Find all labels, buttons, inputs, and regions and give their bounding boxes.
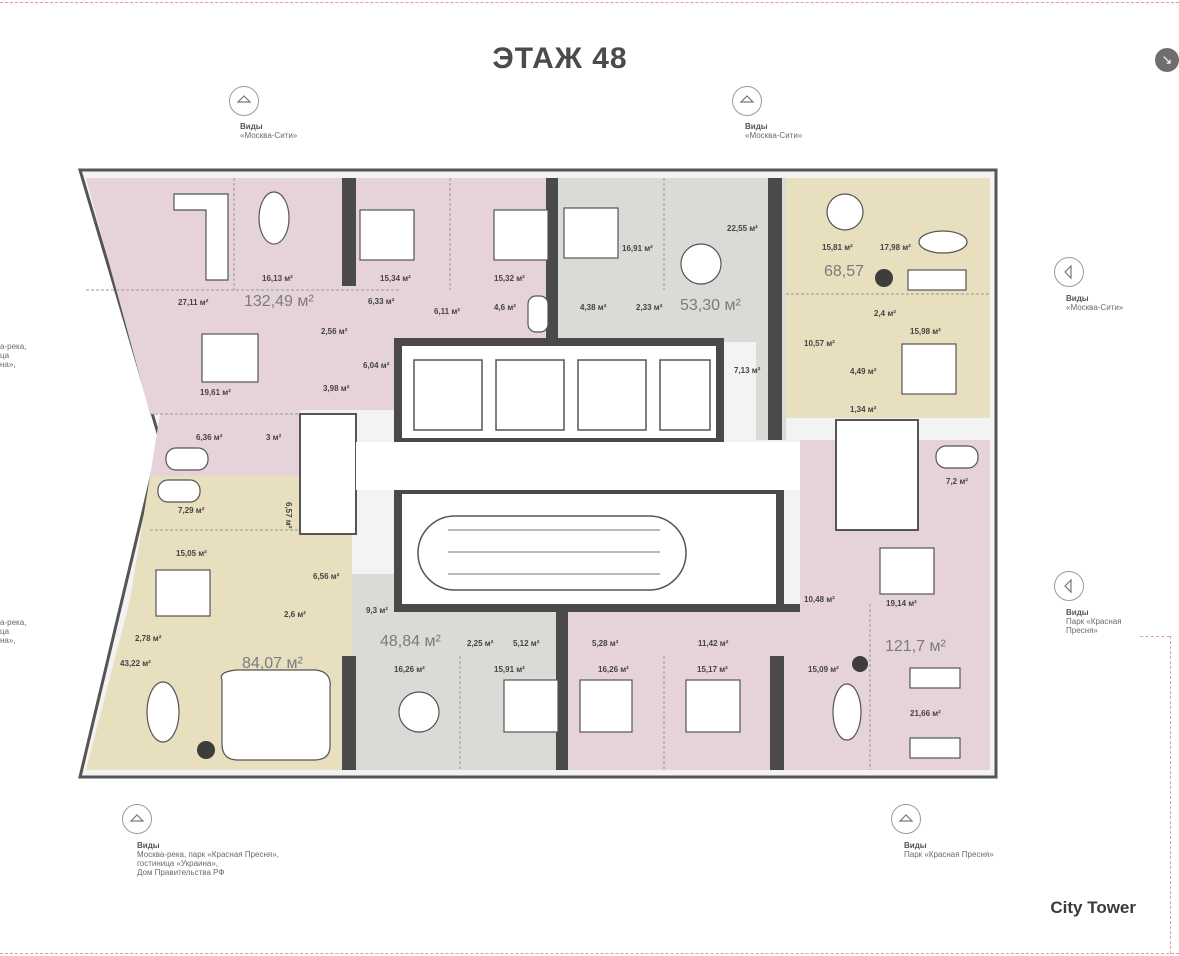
room-area: 15,17 м² (697, 665, 728, 674)
room-area: 15,81 м² (822, 243, 853, 252)
zone-apt-68 (786, 178, 990, 418)
room-area: 16,26 м² (598, 665, 629, 674)
view-label-top-left: Виды«Москва-Сити» (240, 122, 298, 140)
room-area: 6,36 м² (196, 433, 223, 442)
room-area: 27,11 м² (178, 298, 209, 307)
room-area: 5,12 м² (513, 639, 540, 648)
apartment-area: 84,07 м² (242, 655, 303, 672)
view-direction-icon (1054, 257, 1084, 287)
frame-top-dashed (0, 2, 1179, 3)
bed-icon (155, 207, 957, 733)
room-area: 10,48 м² (804, 595, 835, 604)
room-area: 43,22 м² (120, 659, 151, 668)
view-label-top-right: Виды«Москва-Сити» (745, 122, 803, 140)
room-area: 6,04 м² (363, 361, 390, 370)
sofa-icon (173, 193, 968, 761)
room-area: 2,25 м² (467, 639, 494, 648)
room-area-labels: 27,11 м² 16,13 м² 15,34 м² 15,32 м² 16,9… (120, 224, 968, 718)
stair-treads (448, 529, 660, 575)
apartment-total-labels: 132,49 м² 53,30 м² 68,57 84,07 м² 48,84 … (242, 263, 946, 672)
walls (342, 178, 800, 770)
room-area: 3 м² (266, 433, 282, 442)
room-area: 15,91 м² (494, 665, 525, 674)
room-area: 7,13 м² (734, 366, 761, 375)
room-area: 5,28 м² (592, 639, 619, 648)
dining-table-icon (146, 191, 864, 743)
room-area: 15,09 м² (808, 665, 839, 674)
apartment-area: 121,7 м² (885, 638, 946, 655)
frame-right-dashed-top (1140, 636, 1170, 637)
room-area: 15,34 м² (380, 274, 411, 283)
room-area: 2,33 м² (636, 303, 663, 312)
room-area: 15,32 м² (494, 274, 525, 283)
room-area: 9,3 м² (366, 606, 388, 615)
partitions (86, 178, 990, 770)
view-direction-icon (732, 86, 762, 116)
room-area: 6,57 м² (284, 502, 293, 529)
room-area: 4,49 м² (850, 367, 877, 376)
arrow-expand-icon[interactable]: ↘ (1155, 48, 1179, 72)
floor-title: ЭТАЖ 48 (492, 42, 628, 75)
room-area: 6,11 м² (434, 307, 460, 316)
room-area: 4,38 м² (580, 303, 607, 312)
apartment-area: 48,84 м² (380, 633, 441, 650)
bathtub-icon (157, 295, 979, 503)
brand-name: City Tower (1050, 898, 1136, 917)
view-direction-icon (1054, 571, 1084, 601)
room-area: 10,57 м² (804, 339, 835, 348)
room-area: 2,4 м² (874, 309, 896, 318)
room-area: 16,91 м² (622, 244, 653, 253)
room-area: 21,66 м² (910, 709, 941, 718)
elevator-core (394, 338, 724, 446)
room-area: 17,98 м² (880, 243, 911, 252)
room-area: 2,6 м² (284, 610, 306, 619)
corridor (356, 442, 800, 490)
view-label-right-upper: Виды«Москва-Сити» (1066, 294, 1124, 312)
frame-right-dashed (1170, 636, 1171, 954)
room-area: 19,14 м² (886, 599, 917, 608)
view-direction-icon (122, 804, 152, 834)
apartment-area: 68,57 (824, 263, 864, 280)
room-area: 11,42 м² (698, 639, 729, 648)
room-area: 4,6 м² (494, 303, 516, 312)
room-area: 1,34 м² (850, 405, 877, 414)
frame-bottom-dashed (0, 953, 1179, 954)
room-area: 19,61 м² (200, 388, 231, 397)
elevator-cars (413, 359, 711, 431)
room-area: 16,26 м² (394, 665, 425, 674)
room-area: 2,56 м² (321, 327, 348, 336)
room-area: 15,98 м² (910, 327, 941, 336)
room-area: 6,33 м² (368, 297, 395, 306)
lobby-left (299, 413, 357, 535)
lobby-right (835, 419, 919, 531)
room-area: 3,98 м² (323, 384, 350, 393)
room-area: 22,55 м² (727, 224, 758, 233)
staircase (417, 515, 687, 591)
room-area: 7,2 м² (946, 477, 968, 486)
room-area: 7,29 м² (178, 506, 205, 515)
plant-icon (197, 269, 893, 759)
room-area: 16,13 м² (262, 274, 293, 283)
room-area: 6,56 м² (313, 572, 340, 581)
view-direction-icon (891, 804, 921, 834)
room-area: 2,78 м² (135, 634, 162, 643)
room-area: 15,05 м² (176, 549, 207, 558)
view-label-bottom-left: Виды Москва-река, парк «Красная Пресня»,… (137, 841, 279, 877)
view-direction-icon (229, 86, 259, 116)
apartment-area: 53,30 м² (680, 297, 741, 314)
apartment-area: 132,49 м² (244, 293, 314, 310)
